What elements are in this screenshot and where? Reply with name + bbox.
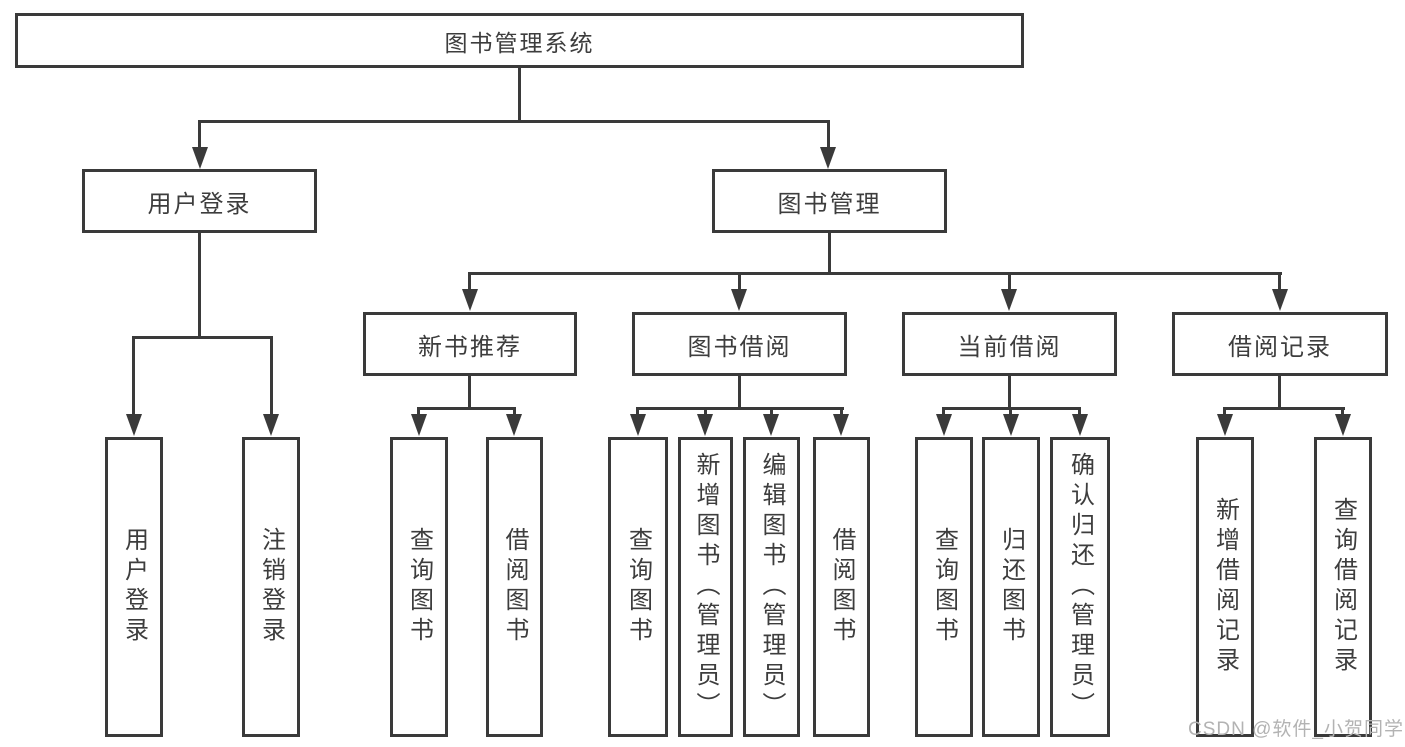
leaf-label: 查询借阅记录: [1329, 497, 1357, 677]
arrowhead-to-leaf: [1335, 414, 1351, 436]
node-new-book-recommend: 新书推荐: [363, 312, 577, 376]
connector-stub: [1341, 407, 1344, 416]
connector-stub: [513, 407, 516, 416]
arrowhead-to-leaf: [697, 414, 713, 436]
connector-group-stem: [738, 376, 741, 408]
connector-stub: [1278, 272, 1281, 292]
node-user-login: 用户登录: [82, 169, 317, 233]
node-label: 新书推荐: [418, 333, 522, 361]
arrowhead-to-book-management: [820, 147, 836, 169]
connector-stub: [704, 407, 707, 416]
connector-stub: [738, 272, 741, 292]
leaf-logout: 注销登录: [242, 437, 300, 737]
leaf-label: 查询图书: [405, 527, 433, 647]
arrowhead-to-leaf: [936, 414, 952, 436]
arrowhead-to-new-book-recommend: [462, 289, 478, 311]
leaf-add-borrow-record: 新增借阅记录: [1196, 437, 1254, 737]
connector-group-split: [417, 407, 516, 410]
node-label: 借阅记录: [1228, 333, 1332, 361]
connector-stub: [770, 407, 773, 416]
leaf-label: 编辑图书（管理员）: [758, 452, 785, 722]
arrowhead-to-leaf: [411, 414, 427, 436]
watermark: CSDN @软件_小贺同学: [1188, 719, 1404, 740]
arrowhead-to-user-login: [192, 147, 208, 169]
node-book-management: 图书管理: [712, 169, 947, 233]
node-label: 图书借阅: [687, 333, 792, 361]
leaf-label: 用户登录: [120, 527, 148, 647]
connector-user-login-split: [132, 336, 273, 339]
node-book-borrowing: 图书借阅: [632, 312, 847, 376]
leaf-label: 借阅图书: [501, 527, 528, 647]
arrowhead-to-leaf: [1217, 414, 1233, 436]
leaf-label: 新增图书（管理员）: [692, 452, 719, 722]
connector-stub: [840, 407, 843, 416]
arrowhead-to-leaf: [630, 414, 646, 436]
node-library-management-system: 图书管理系统: [15, 13, 1024, 68]
arrowhead-to-book-borrowing: [731, 289, 747, 311]
leaf-query-borrow-record: 查询借阅记录: [1314, 437, 1372, 737]
connector-book-mgmt-trunk: [468, 272, 1282, 275]
connector-stub: [198, 120, 201, 150]
leaf-label: 注销登录: [257, 527, 285, 647]
connector-stub: [827, 120, 830, 150]
leaf-query-books-recommend: 查询图书: [390, 437, 448, 737]
connector-stub: [1009, 407, 1012, 416]
node-label: 当前借阅: [957, 333, 1062, 361]
leaf-label: 归还图书: [997, 527, 1025, 647]
node-label: 图书管理: [777, 190, 882, 218]
connector-stub: [132, 336, 135, 416]
leaf-label: 新增借阅记录: [1211, 497, 1239, 677]
arrowhead-to-current-borrowing: [1001, 289, 1017, 311]
connector-stub: [1078, 407, 1081, 416]
connector-group-stem: [1278, 376, 1281, 408]
connector-group-stem: [1008, 376, 1011, 408]
connector-root-stem: [518, 68, 521, 123]
connector-user-login-stem: [198, 233, 201, 338]
connector-group-stem: [468, 376, 471, 408]
arrowhead-to-leaf-logout: [263, 414, 279, 436]
connector-stub: [270, 336, 273, 416]
arrowhead-to-leaf: [1003, 414, 1019, 436]
arrowhead-to-leaf: [506, 414, 522, 436]
node-label: 图书管理系统: [444, 29, 595, 56]
leaf-user-login: 用户登录: [105, 437, 163, 737]
arrowhead-to-leaf-user-login: [126, 414, 142, 436]
connector-stub: [417, 407, 420, 416]
connector-root-split: [198, 120, 830, 123]
node-current-borrowing: 当前借阅: [902, 312, 1117, 376]
leaf-confirm-return-admin: 确认归还（管理员）: [1050, 437, 1110, 737]
leaf-query-books-borrowing: 查询图书: [608, 437, 668, 737]
leaf-label: 借阅图书: [828, 527, 855, 647]
connector-stub: [1223, 407, 1226, 416]
leaf-add-books-admin: 新增图书（管理员）: [678, 437, 733, 737]
leaf-label: 查询图书: [930, 527, 958, 647]
connector-stub: [1008, 272, 1011, 292]
leaf-edit-books-admin: 编辑图书（管理员）: [743, 437, 800, 737]
arrowhead-to-leaf: [833, 414, 849, 436]
node-label: 用户登录: [147, 190, 252, 218]
arrowhead-to-leaf: [1072, 414, 1088, 436]
connector-stub: [636, 407, 639, 416]
connector-group-split: [636, 407, 844, 410]
connector-stub: [468, 272, 471, 292]
connector-group-split: [1223, 407, 1345, 410]
connector-stub: [942, 407, 945, 416]
leaf-borrow-books: 借阅图书: [813, 437, 870, 737]
leaf-label: 查询图书: [624, 527, 652, 647]
leaf-query-books-current: 查询图书: [915, 437, 973, 737]
connector-book-mgmt-stem: [828, 233, 831, 274]
node-borrow-records: 借阅记录: [1172, 312, 1388, 376]
arrowhead-to-leaf: [763, 414, 779, 436]
arrowhead-to-borrow-records: [1272, 289, 1288, 311]
leaf-label: 确认归还（管理员）: [1066, 452, 1094, 722]
leaf-borrow-books-recommend: 借阅图书: [486, 437, 543, 737]
leaf-return-books: 归还图书: [982, 437, 1040, 737]
